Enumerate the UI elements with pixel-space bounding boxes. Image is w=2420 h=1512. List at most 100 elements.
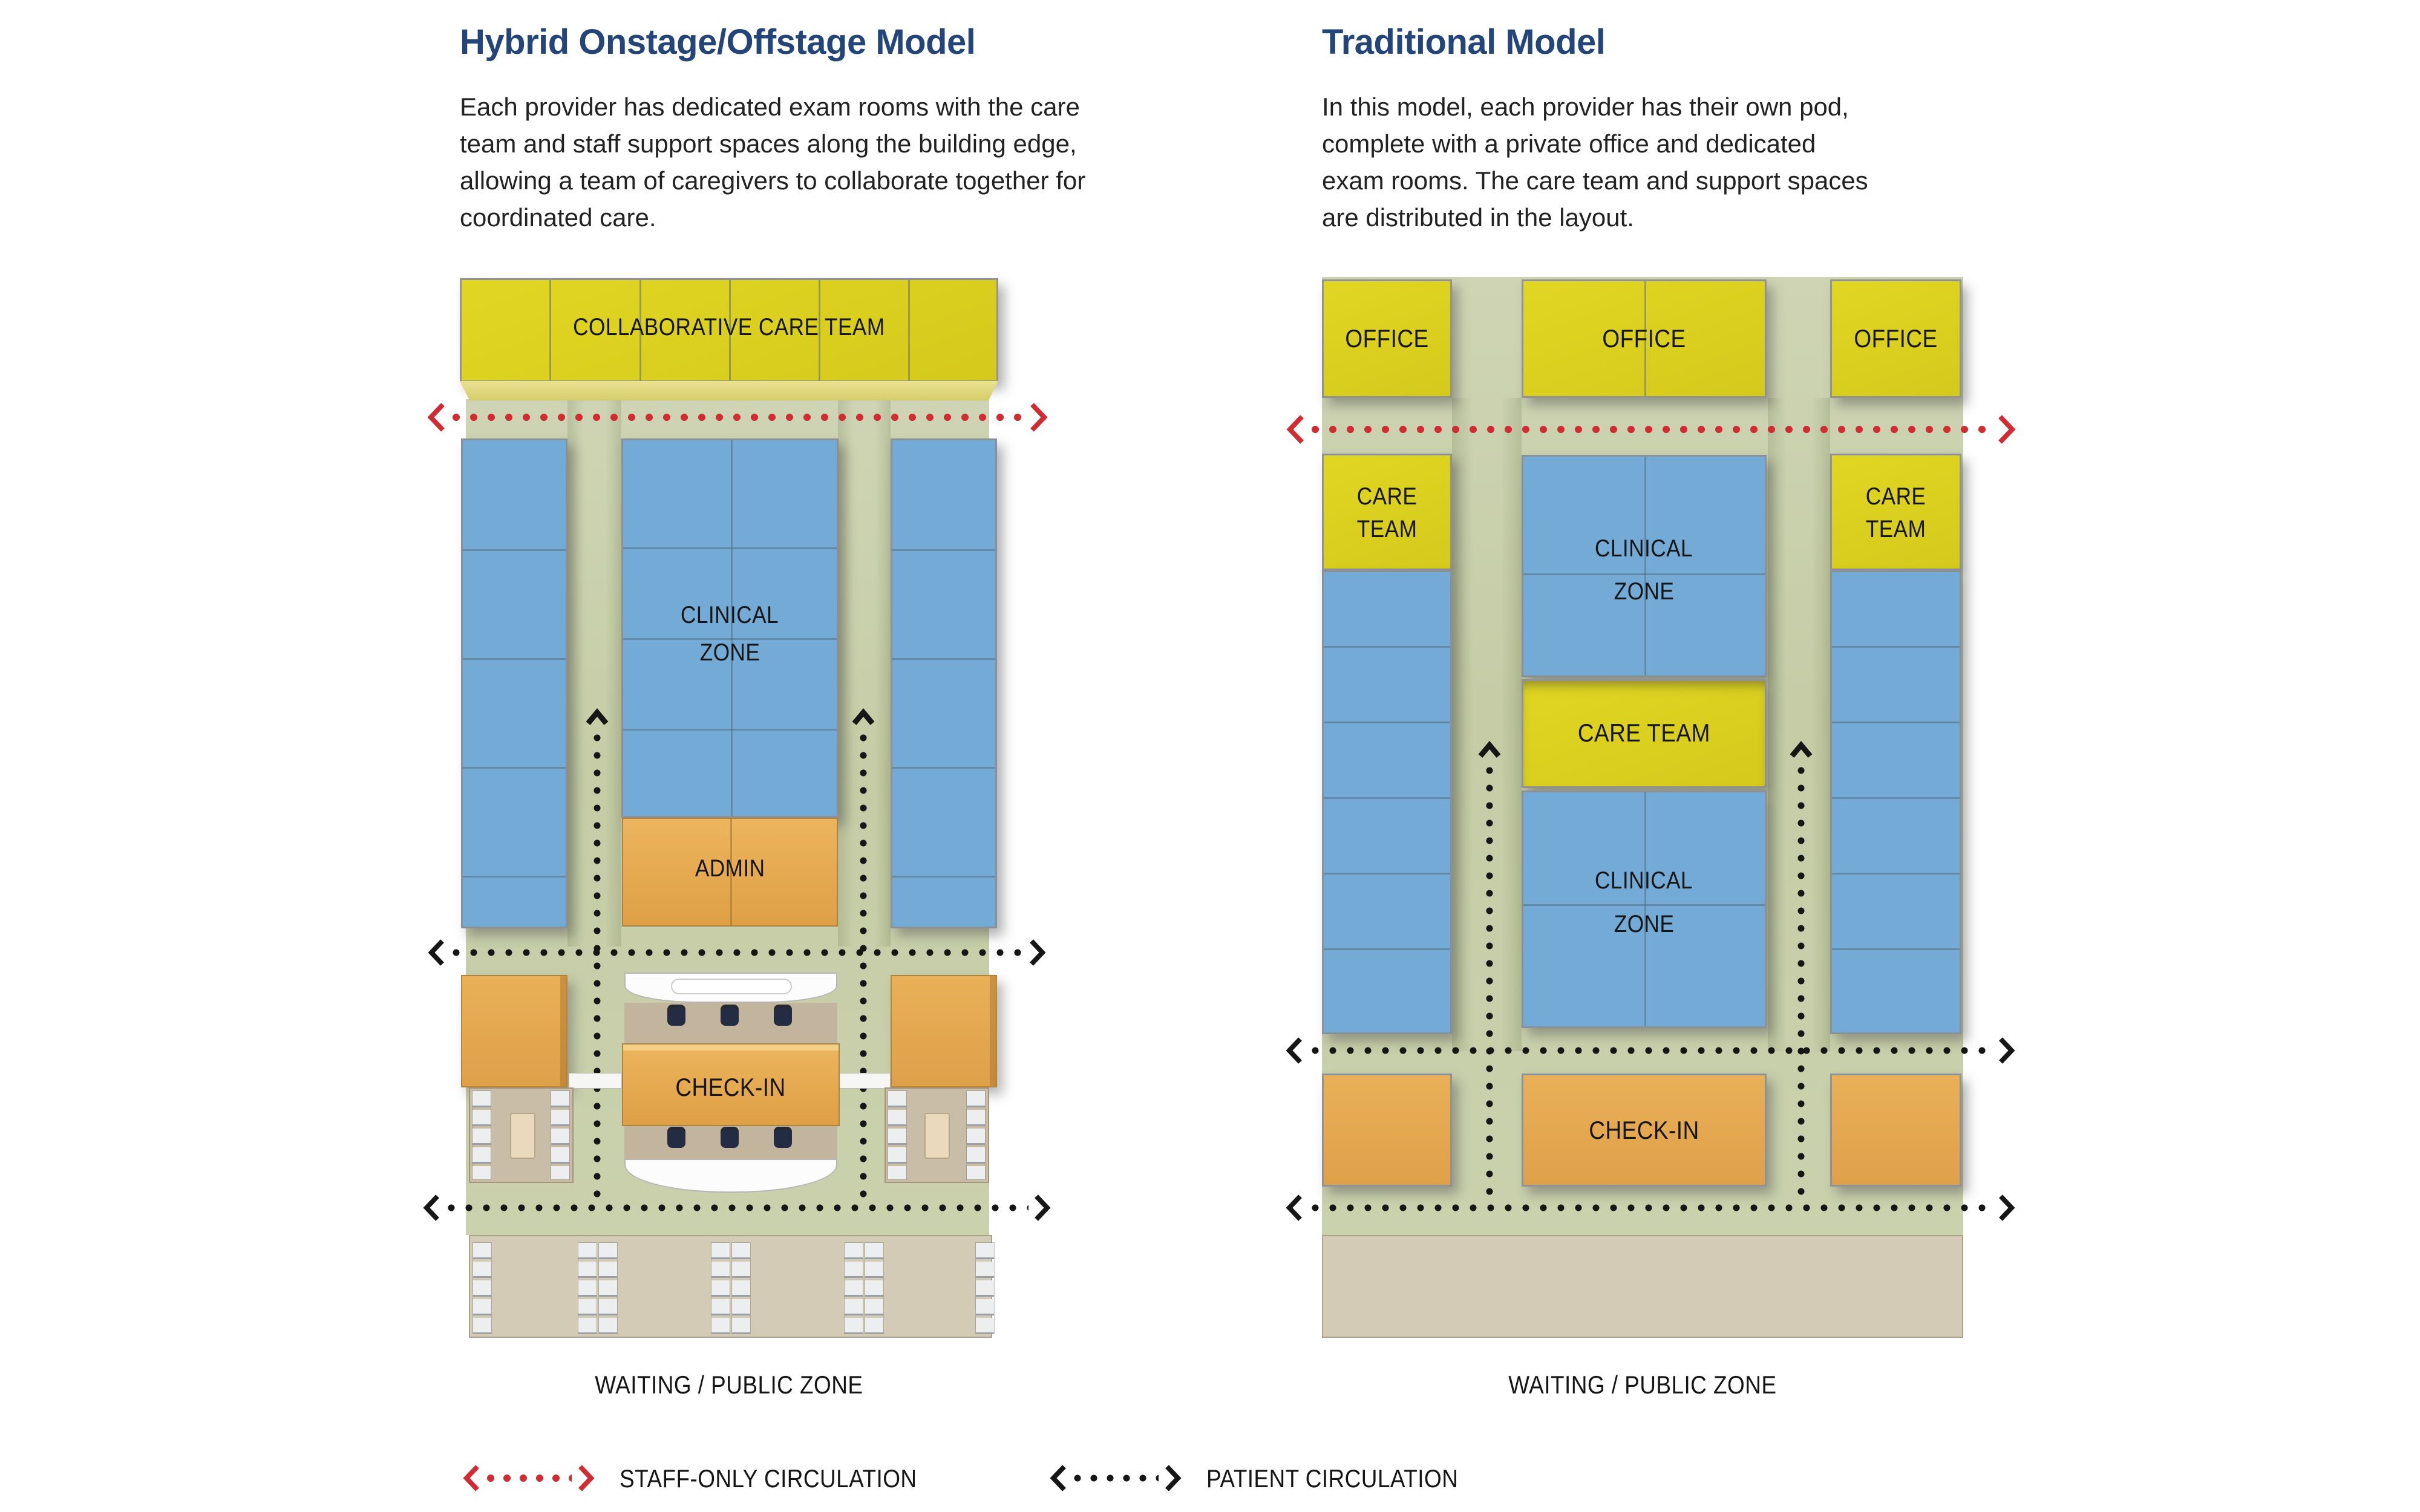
arrow-left-icon — [424, 400, 449, 437]
arrow-left-icon — [1283, 412, 1308, 449]
care-team-band-fold — [460, 381, 998, 400]
chair-row-icon — [845, 1243, 863, 1334]
reception-counter-top — [624, 973, 837, 1003]
grid-line — [892, 658, 995, 660]
grid-line — [1523, 573, 1765, 575]
grid-line — [1644, 792, 1646, 1026]
care-team-right-label-2: TEAM — [1865, 516, 1926, 543]
traditional-exam-column-left — [1322, 570, 1452, 1034]
office-label-middle: OFFICE — [1602, 324, 1686, 353]
clinical-lower-label-2: ZONE — [1614, 911, 1675, 937]
clinical-upper-label-2: ZONE — [1614, 578, 1675, 605]
admin-block — [622, 818, 838, 927]
arrow-right-icon — [1995, 1193, 2018, 1225]
legend-patient-dots — [1074, 1475, 1159, 1482]
hybrid-support-block-right — [891, 975, 997, 1087]
arrow-up-icon — [584, 706, 610, 730]
hybrid-staff-circulation-line — [453, 414, 1024, 421]
grid-line — [623, 638, 837, 640]
grid-line — [463, 658, 566, 660]
arrow-right-icon — [1031, 1193, 1054, 1225]
traditional-title: Traditional Model — [1322, 22, 1606, 62]
traditional-support-block-right — [1830, 1074, 1961, 1187]
side-table — [510, 1113, 535, 1159]
traditional-staff-circulation-line — [1312, 426, 1992, 433]
hybrid-support-block-left — [461, 975, 567, 1087]
grid-line — [1644, 457, 1646, 676]
clinical-upper-label-1: CLINICAL — [1595, 535, 1693, 562]
arrow-up-icon — [1476, 739, 1503, 763]
office-label-right: OFFICE — [1854, 324, 1938, 353]
legend-patient-label: PATIENT CIRCULATION — [1206, 1464, 1459, 1493]
hybrid-title: Hybrid Onstage/Offstage Model — [460, 22, 976, 62]
grid-line — [729, 280, 731, 380]
office-block-right — [1830, 279, 1961, 398]
arrow-left-icon — [420, 1193, 443, 1225]
grid-line — [623, 547, 837, 549]
hybrid-exam-column-right — [891, 438, 997, 928]
grid-line — [1832, 797, 1960, 799]
arrow-right-icon — [1994, 412, 2019, 449]
legend-staff-dots — [487, 1475, 572, 1482]
chair-row-icon — [599, 1243, 617, 1334]
chair-row-icon — [967, 1091, 985, 1179]
grid-line — [639, 280, 641, 380]
counter-inset — [671, 979, 792, 994]
care-team-block-left — [1322, 454, 1452, 570]
care-team-middle-label: CARE TEAM — [1578, 719, 1710, 747]
office-chair-icon — [667, 1130, 685, 1148]
traditional-clinical-lower-block — [1522, 790, 1767, 1028]
hybrid-waiting-zone — [469, 1235, 992, 1338]
traditional-clinical-upper-block — [1522, 455, 1767, 677]
traditional-waiting-label: WAITING / PUBLIC ZONE — [1508, 1370, 1777, 1399]
hybrid-patient-circulation-vertical-left — [594, 734, 601, 1201]
grid-line — [1324, 722, 1450, 723]
care-team-middle-block — [1522, 679, 1767, 788]
hybrid-clinical-zone-block — [621, 438, 839, 818]
chair-row-icon — [473, 1091, 491, 1179]
arrow-left-icon — [1283, 1193, 1306, 1225]
grid-line — [463, 549, 566, 551]
arrow-left-icon — [1283, 1036, 1306, 1068]
office-block-middle — [1522, 279, 1767, 398]
grid-line — [1324, 873, 1450, 875]
chair-row-icon — [732, 1243, 750, 1334]
grid-line — [1832, 646, 1960, 648]
grid-line — [819, 280, 820, 380]
hybrid-check-in-label: CHECK-IN — [675, 1073, 786, 1101]
traditional-support-block-left — [1322, 1074, 1452, 1187]
chair-row-icon — [551, 1091, 569, 1179]
hybrid-waiting-label: WAITING / PUBLIC ZONE — [595, 1370, 863, 1399]
arrow-right-icon — [1026, 938, 1049, 970]
hybrid-clinical-label-2: ZONE — [699, 639, 760, 666]
chair-row-icon — [976, 1243, 994, 1334]
care-team-right-label-1: CARE — [1865, 483, 1926, 510]
legend-staff-arrow-right-icon — [575, 1464, 598, 1496]
grid-line — [463, 876, 566, 878]
arrow-left-icon — [425, 938, 448, 970]
doorway — [839, 1073, 891, 1089]
legend-patient-arrow-right-icon — [1162, 1464, 1185, 1496]
chair-row-icon — [865, 1243, 883, 1334]
grid-line — [1832, 873, 1960, 875]
office-label-left: OFFICE — [1345, 324, 1429, 353]
hybrid-description: Each provider has dedicated exam rooms w… — [460, 93, 1086, 232]
doorway — [569, 1073, 622, 1089]
office-chair-icon — [774, 1008, 792, 1026]
legend-staff-arrow-left-icon — [460, 1464, 483, 1496]
hybrid-patient-circulation-vertical-right — [860, 734, 867, 1201]
office-chair-icon — [774, 1130, 792, 1148]
grid-line — [623, 729, 837, 731]
legend-staff-label: STAFF-ONLY CIRCULATION — [620, 1464, 917, 1493]
hybrid-check-in-block — [622, 1043, 840, 1126]
grid-line — [549, 280, 551, 380]
grid-line — [908, 280, 910, 380]
arrow-right-icon — [1026, 400, 1051, 437]
chair-row-icon — [578, 1243, 597, 1334]
grid-line — [1832, 948, 1960, 950]
collaborative-care-team-label: COLLABORATIVE CARE TEAM — [573, 314, 885, 341]
office-block-left — [1322, 279, 1452, 398]
grid-line — [1832, 722, 1960, 723]
side-table — [924, 1113, 950, 1159]
